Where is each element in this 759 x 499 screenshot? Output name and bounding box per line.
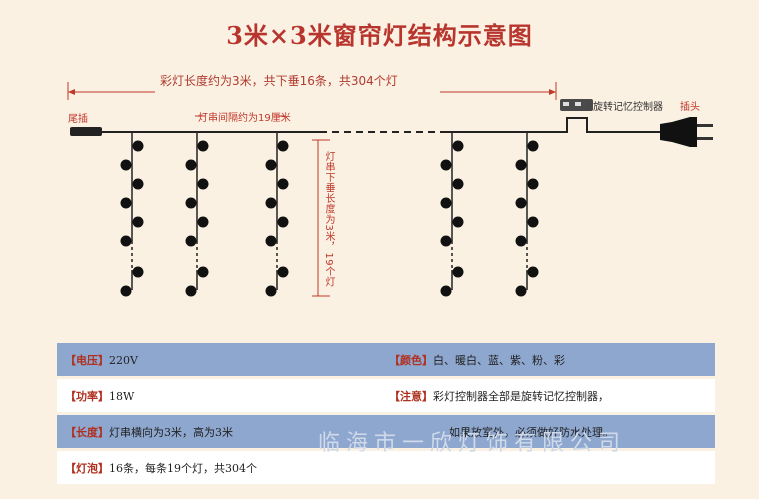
bulb-icon [185,197,197,209]
bulb-icon [515,235,527,247]
bulb-icon [452,178,464,190]
bulb-icon [197,266,209,278]
spec-key: 【灯泡】 [65,462,109,475]
company-watermark: 临海市一欣灯饰有限公司 [318,431,627,456]
bulb-icon [120,235,132,247]
tail-plug-icon [70,127,102,136]
overall-width-label: 彩灯长度约为3米，共下垂16条，共304个灯 [160,74,398,88]
spec-row: 【长度】灯串横向为3米，高为3米 如果放室外，必须做好防水处理。 [57,415,715,448]
tail-plug-label: 尾插 [68,114,88,125]
spec-value: 白、暖白、蓝、紫、粉、彩 [433,354,565,367]
bulb-icon [527,140,539,152]
bulb-icon [120,285,132,297]
bulb-icon [132,216,144,228]
bulb-icon [527,266,539,278]
spec-row: 【电压】220V 【颜色】白、暖白、蓝、紫、粉、彩 [57,343,715,376]
width-dimension [67,82,557,100]
spec-key: 【电压】 [65,354,109,367]
bulb-icon [277,140,289,152]
spec-row: 【功率】18W 【注意】彩灯控制器全部是旋转记忆控制器， [57,379,715,412]
bulb-icon [132,140,144,152]
plug-label: 插头 [680,102,700,113]
bulb-icon [527,216,539,228]
bulb-icon [197,216,209,228]
bulb-icon [277,178,289,190]
bulb-icon [265,197,277,209]
bulb-icon [452,216,464,228]
bulb-icon [440,235,452,247]
bulb-icon [120,159,132,171]
bulb-icon [515,285,527,297]
controller-icon [560,99,593,111]
bulb-icon [515,159,527,171]
spec-key: 【颜色】 [389,354,433,367]
controller-label: 旋转记忆控制器 [593,102,663,113]
bulb-icon [197,178,209,190]
bulb-icon [265,159,277,171]
spec-row: 【灯泡】16条，每条19个灯，共304个 [57,451,715,484]
bulb-icon [185,285,197,297]
spec-key: 【注意】 [389,390,433,403]
spec-value: 灯串横向为3米，高为3米 [109,426,233,439]
page-title: 3米×3米窗帘灯结构示意图 [226,21,533,50]
spacing-label: 灯串间隔约为19厘米 [198,113,291,124]
bulb-icon [185,159,197,171]
bulb-icon [277,266,289,278]
bulb-icon [265,235,277,247]
bulb-icon [185,235,197,247]
spec-value: 18W [109,390,135,403]
curtain-light-diagram [67,82,713,297]
bulb-icon [197,140,209,152]
bulb-icon [452,266,464,278]
bulb-icon [120,197,132,209]
bulb-icon [132,178,144,190]
spec-key: 【功率】 [65,390,109,403]
spec-value: 220V [109,354,138,367]
bulb-icon [440,197,452,209]
bulb-icon [527,178,539,190]
bulb-icon [440,159,452,171]
bulb-icon [132,266,144,278]
spec-value: 16条，每条19个灯，共304个 [109,462,257,475]
spec-value: 彩灯控制器全部是旋转记忆控制器， [433,390,609,403]
bulb-icon [277,216,289,228]
bulb-icon [265,285,277,297]
light-strands [120,132,539,297]
power-plug-icon [660,117,713,147]
spec-table: 【电压】220V 【颜色】白、暖白、蓝、紫、粉、彩 【功率】18W 【注意】彩灯… [57,343,715,488]
drop-length-label: 灯串下垂长度为3米，19个灯 [323,151,334,288]
spec-value: 如果放室外，必须做好防水处理。 [449,426,614,439]
bulb-icon [452,140,464,152]
spec-key: 【长度】 [65,426,109,439]
bulb-icon [515,197,527,209]
bulb-icon [440,285,452,297]
